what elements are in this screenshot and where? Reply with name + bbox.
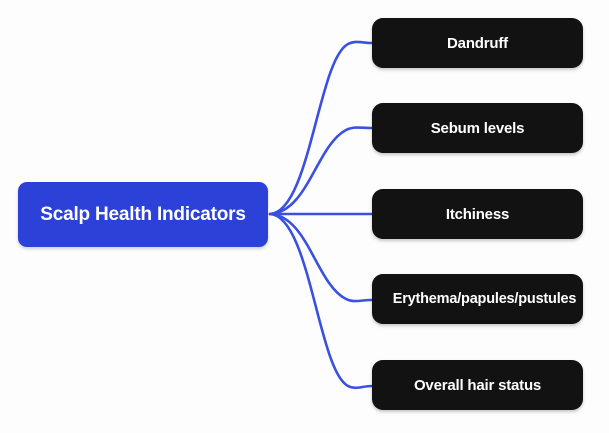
branch-node-overall-hair-status[interactable]: Overall hair status [372, 360, 583, 410]
branch-node-dandruff[interactable]: Dandruff [372, 18, 583, 68]
branch-node-itchiness[interactable]: Itchiness [372, 189, 583, 239]
branch-node-erythema-papules-pustules[interactable]: Erythema/papules/pustules [372, 274, 583, 324]
branch-node-label: Sebum levels [430, 119, 525, 137]
branch-node-label: Itchiness [445, 205, 510, 223]
branch-node-label: Erythema/papules/pustules [392, 291, 577, 307]
branch-node-sebum-levels[interactable]: Sebum levels [372, 103, 583, 153]
connector-line-4 [268, 212, 374, 390]
root-node-label: Scalp Health Indicators [40, 203, 246, 225]
root-node[interactable]: Scalp Health Indicators [18, 182, 268, 247]
connector-line-0 [268, 40, 374, 216]
connector-line-1 [268, 126, 374, 216]
branch-node-label: Dandruff [447, 34, 508, 52]
branch-node-label: Overall hair status [413, 376, 542, 394]
connector-line-3 [268, 212, 374, 303]
